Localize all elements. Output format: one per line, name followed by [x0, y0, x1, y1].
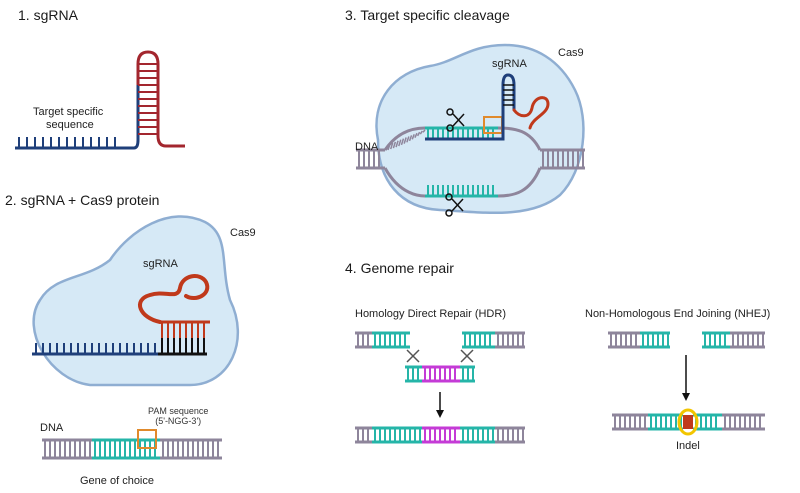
cas9-protein-complex — [32, 215, 240, 387]
section3-title: 3. Target specific cleavage — [345, 7, 510, 23]
cross-icon — [460, 349, 474, 363]
cross-icon — [406, 349, 420, 363]
dna-label-3: DNA — [355, 141, 379, 153]
sgrna-structure — [15, 50, 185, 150]
indel-label: Indel — [676, 440, 700, 452]
cas9-label-3: Cas9 — [558, 47, 584, 59]
hdr-diagram — [355, 331, 525, 444]
pam-box — [137, 429, 157, 449]
section4-title: 4. Genome repair — [345, 260, 454, 276]
arrow-down-icon — [436, 392, 444, 418]
scissors-icon — [445, 193, 464, 217]
pam-line2: (5'-NGG-3') — [155, 416, 202, 426]
arrow-down-icon — [682, 355, 690, 401]
section2-title: 2. sgRNA + Cas9 protein — [5, 192, 160, 208]
scissors-icon — [446, 108, 465, 132]
cas9-cleavage — [356, 43, 585, 215]
dna-gene-of-choice — [42, 438, 222, 460]
target-specific-label: Target specific — [33, 106, 104, 118]
nhej-diagram — [608, 331, 765, 431]
nhej-label: Non-Homologous End Joining (NHEJ) — [585, 308, 771, 320]
hdr-label: Homology Direct Repair (HDR) — [355, 308, 506, 320]
sgrna-label-3: sgRNA — [492, 58, 527, 70]
pam-sequence-label: PAM sequence (5'-NGG-3') — [148, 406, 208, 426]
cas9-label: Cas9 — [230, 227, 256, 239]
sgrna-label: sgRNA — [143, 258, 178, 270]
dna-label: DNA — [40, 422, 64, 434]
sequence-label: sequence — [46, 119, 94, 131]
indel-marker — [677, 408, 699, 436]
pam-line1: PAM sequence — [148, 406, 209, 416]
section1-title: 1. sgRNA — [18, 7, 78, 23]
gene-of-choice-label: Gene of choice — [80, 475, 154, 487]
